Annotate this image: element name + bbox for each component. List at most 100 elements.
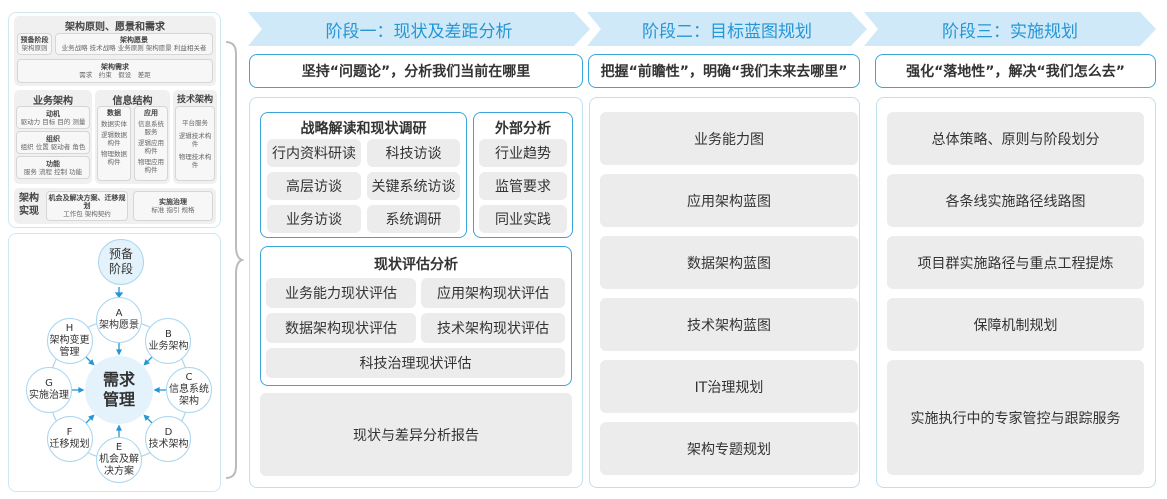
data-item: 逻辑数据构件 — [101, 131, 127, 147]
node-label: 业务架构 — [148, 340, 189, 352]
organization-box: 组织组织 位置 驱动者 角色 — [16, 131, 90, 154]
plan-item[interactable]: 总体策略、原则与阶段划分 — [887, 112, 1144, 165]
principles-section: 架构原则、愿景和需求 预备阶段架构原则 架构愿景业务战略 技术战略 业务原则 架… — [14, 16, 216, 86]
blueprint-item[interactable]: 应用架构蓝图 — [600, 174, 858, 227]
external-item[interactable]: 同业实践 — [479, 205, 567, 233]
blueprint-item[interactable]: 架构专题规划 — [600, 422, 858, 475]
bracket — [225, 41, 244, 479]
app-title: 应用 — [144, 109, 158, 117]
tech-title: 技术架构 — [176, 95, 213, 105]
opportunity-box: 机会及解决方案、迁移规划工作包 架构契约 — [46, 191, 128, 221]
blueprint-item[interactable]: 技术架构蓝图 — [600, 298, 858, 351]
box-items: 驱动力 目标 目的 测量 — [20, 117, 86, 126]
cycle-center-node[interactable]: 需求管理 — [85, 356, 153, 424]
research-item[interactable]: 系统调研 — [367, 205, 460, 233]
node-label: 架构愿景 — [99, 320, 139, 331]
app-item: 物理应用构件 — [138, 158, 164, 174]
stage-title: 阶段二：目标蓝图规划 — [642, 21, 812, 42]
assessment-item[interactable]: 应用架构现状评估 — [421, 278, 565, 308]
function-box: 功能服务 流程 控制 功能 — [16, 156, 90, 179]
research-item[interactable]: 业务访谈 — [267, 205, 361, 233]
node-letter: H — [65, 322, 74, 334]
external-item[interactable]: 行业趋势 — [479, 139, 567, 167]
research-item[interactable]: 行内资料研读 — [267, 139, 361, 167]
plan-item[interactable]: 各条线实施路径线路图 — [887, 174, 1144, 227]
box-title: 实施治理 — [159, 198, 187, 206]
node-label: 迁移规划 — [49, 439, 90, 451]
arrow-head — [115, 349, 123, 356]
node-label: 实施治理 — [29, 390, 69, 401]
node-label: 机会及解决方案 — [99, 454, 139, 477]
external-item[interactable]: 监管要求 — [479, 172, 567, 200]
box-items: 组织 位置 驱动者 角色 — [20, 142, 86, 151]
tech-item: 逻辑技术构件 — [178, 131, 212, 148]
stage-title: 阶段三：实施规划 — [942, 21, 1078, 42]
stage-1-motto: 坚持“问题论”，分析我们当前在哪里 — [249, 54, 583, 88]
research-item[interactable]: 科技访谈 — [367, 139, 460, 167]
research-item[interactable]: 关键系统访谈 — [367, 172, 460, 200]
tech-item: 平台服务 — [182, 118, 208, 127]
arrow-head — [143, 359, 150, 366]
stage-3-motto: 强化“落地性”，解决“我们怎么去” — [875, 54, 1156, 88]
node-label: 信息系统架构 — [169, 384, 209, 407]
data-box: 数据数据实体逻辑数据构件物理数据构件 — [97, 106, 131, 181]
node-letter: F — [66, 427, 73, 439]
arrow-head — [114, 292, 124, 299]
assessment-item[interactable]: 业务能力现状评估 — [266, 278, 416, 308]
vision-box: 架构愿景业务战略 技术战略 业务原则 架构愿景 利益相关者 — [55, 33, 213, 55]
blueprint-item[interactable]: 业务能力图 — [600, 112, 858, 165]
blueprint-item[interactable]: IT治理规划 — [600, 360, 858, 413]
box-title: 动机 — [46, 109, 60, 118]
info-section: 信息结构 数据数据实体逻辑数据构件物理数据构件 应用信息系统服务逻辑应用构件物理… — [95, 90, 170, 184]
app-box: 应用信息系统服务逻辑应用构件物理应用构件 — [134, 106, 168, 181]
togaf-content-panel: 架构原则、愿景和需求 预备阶段架构原则 架构愿景业务战略 技术战略 业务原则 架… — [8, 12, 221, 228]
app-item: 逻辑应用构件 — [138, 139, 164, 155]
plan-item[interactable]: 保障机制规划 — [887, 298, 1144, 351]
tech-item: 物理技术构件 — [178, 152, 212, 169]
node-label: 预备阶段 — [108, 247, 133, 276]
prelim-box: 预备阶段架构原则 — [17, 33, 52, 55]
external-box: 外部分析 — [473, 112, 573, 238]
requirements-box: 架构需求需求 约束 假设 差距 — [17, 59, 213, 83]
tech-box: 平台服务逻辑技术构件物理技术构件 — [175, 106, 215, 181]
stage-3-content — [876, 97, 1156, 488]
business-section: 业务架构 动机驱动力 目标 目的 测量 组织组织 位置 驱动者 角色 功能服务 … — [14, 90, 92, 184]
assessment-item[interactable]: 数据架构现状评估 — [266, 313, 416, 343]
principles-title: 架构原则、愿景和需求 — [65, 22, 165, 33]
req-title: 架构需求 — [101, 63, 129, 71]
data-item: 物理数据构件 — [101, 150, 127, 166]
prelim-title: 预备阶段 — [20, 36, 49, 44]
plan-item[interactable]: 项目群实施路径与重点工程提炼 — [887, 236, 1144, 289]
research-title: 战略解读和现状调研 — [300, 121, 427, 137]
stage-2-motto: 把握“前瞻性”，明确“我们未来去哪里” — [588, 54, 860, 88]
stage-title: 阶段一：现状及差距分析 — [325, 21, 513, 42]
stage-3-header: 阶段三：实施规划 — [864, 12, 1156, 46]
plan-item[interactable]: 实施执行中的专家管控与跟踪服务 — [887, 360, 1144, 475]
box-title: 组织 — [46, 134, 60, 143]
data-item: 数据实体 — [101, 120, 127, 128]
node-letter: E — [115, 442, 123, 453]
governance-box: 实施治理标准 指引 规格 — [133, 191, 213, 221]
blueprint-item[interactable]: 数据架构蓝图 — [600, 236, 858, 289]
assessment-item[interactable]: 技术架构现状评估 — [421, 313, 565, 343]
vision-items: 业务战略 技术战略 业务原则 架构愿景 利益相关者 — [61, 44, 207, 52]
research-item[interactable]: 高层访谈 — [267, 172, 361, 200]
impl-title: 架构实现 — [19, 193, 39, 217]
assessment-title: 现状评估分析 — [374, 257, 458, 273]
vision-title: 架构愿景 — [120, 36, 148, 44]
node-letter: B — [165, 328, 172, 340]
gap-report[interactable]: 现状与差异分析报告 — [260, 393, 572, 476]
research-box: 战略解读和现状调研 — [260, 112, 467, 238]
cycle-prelim-node[interactable]: 预备阶段 — [98, 239, 144, 285]
node-letter: C — [185, 372, 193, 383]
assessment-item[interactable]: 科技治理现状评估 — [266, 348, 565, 378]
node-label: 架构变更管理 — [49, 334, 90, 358]
